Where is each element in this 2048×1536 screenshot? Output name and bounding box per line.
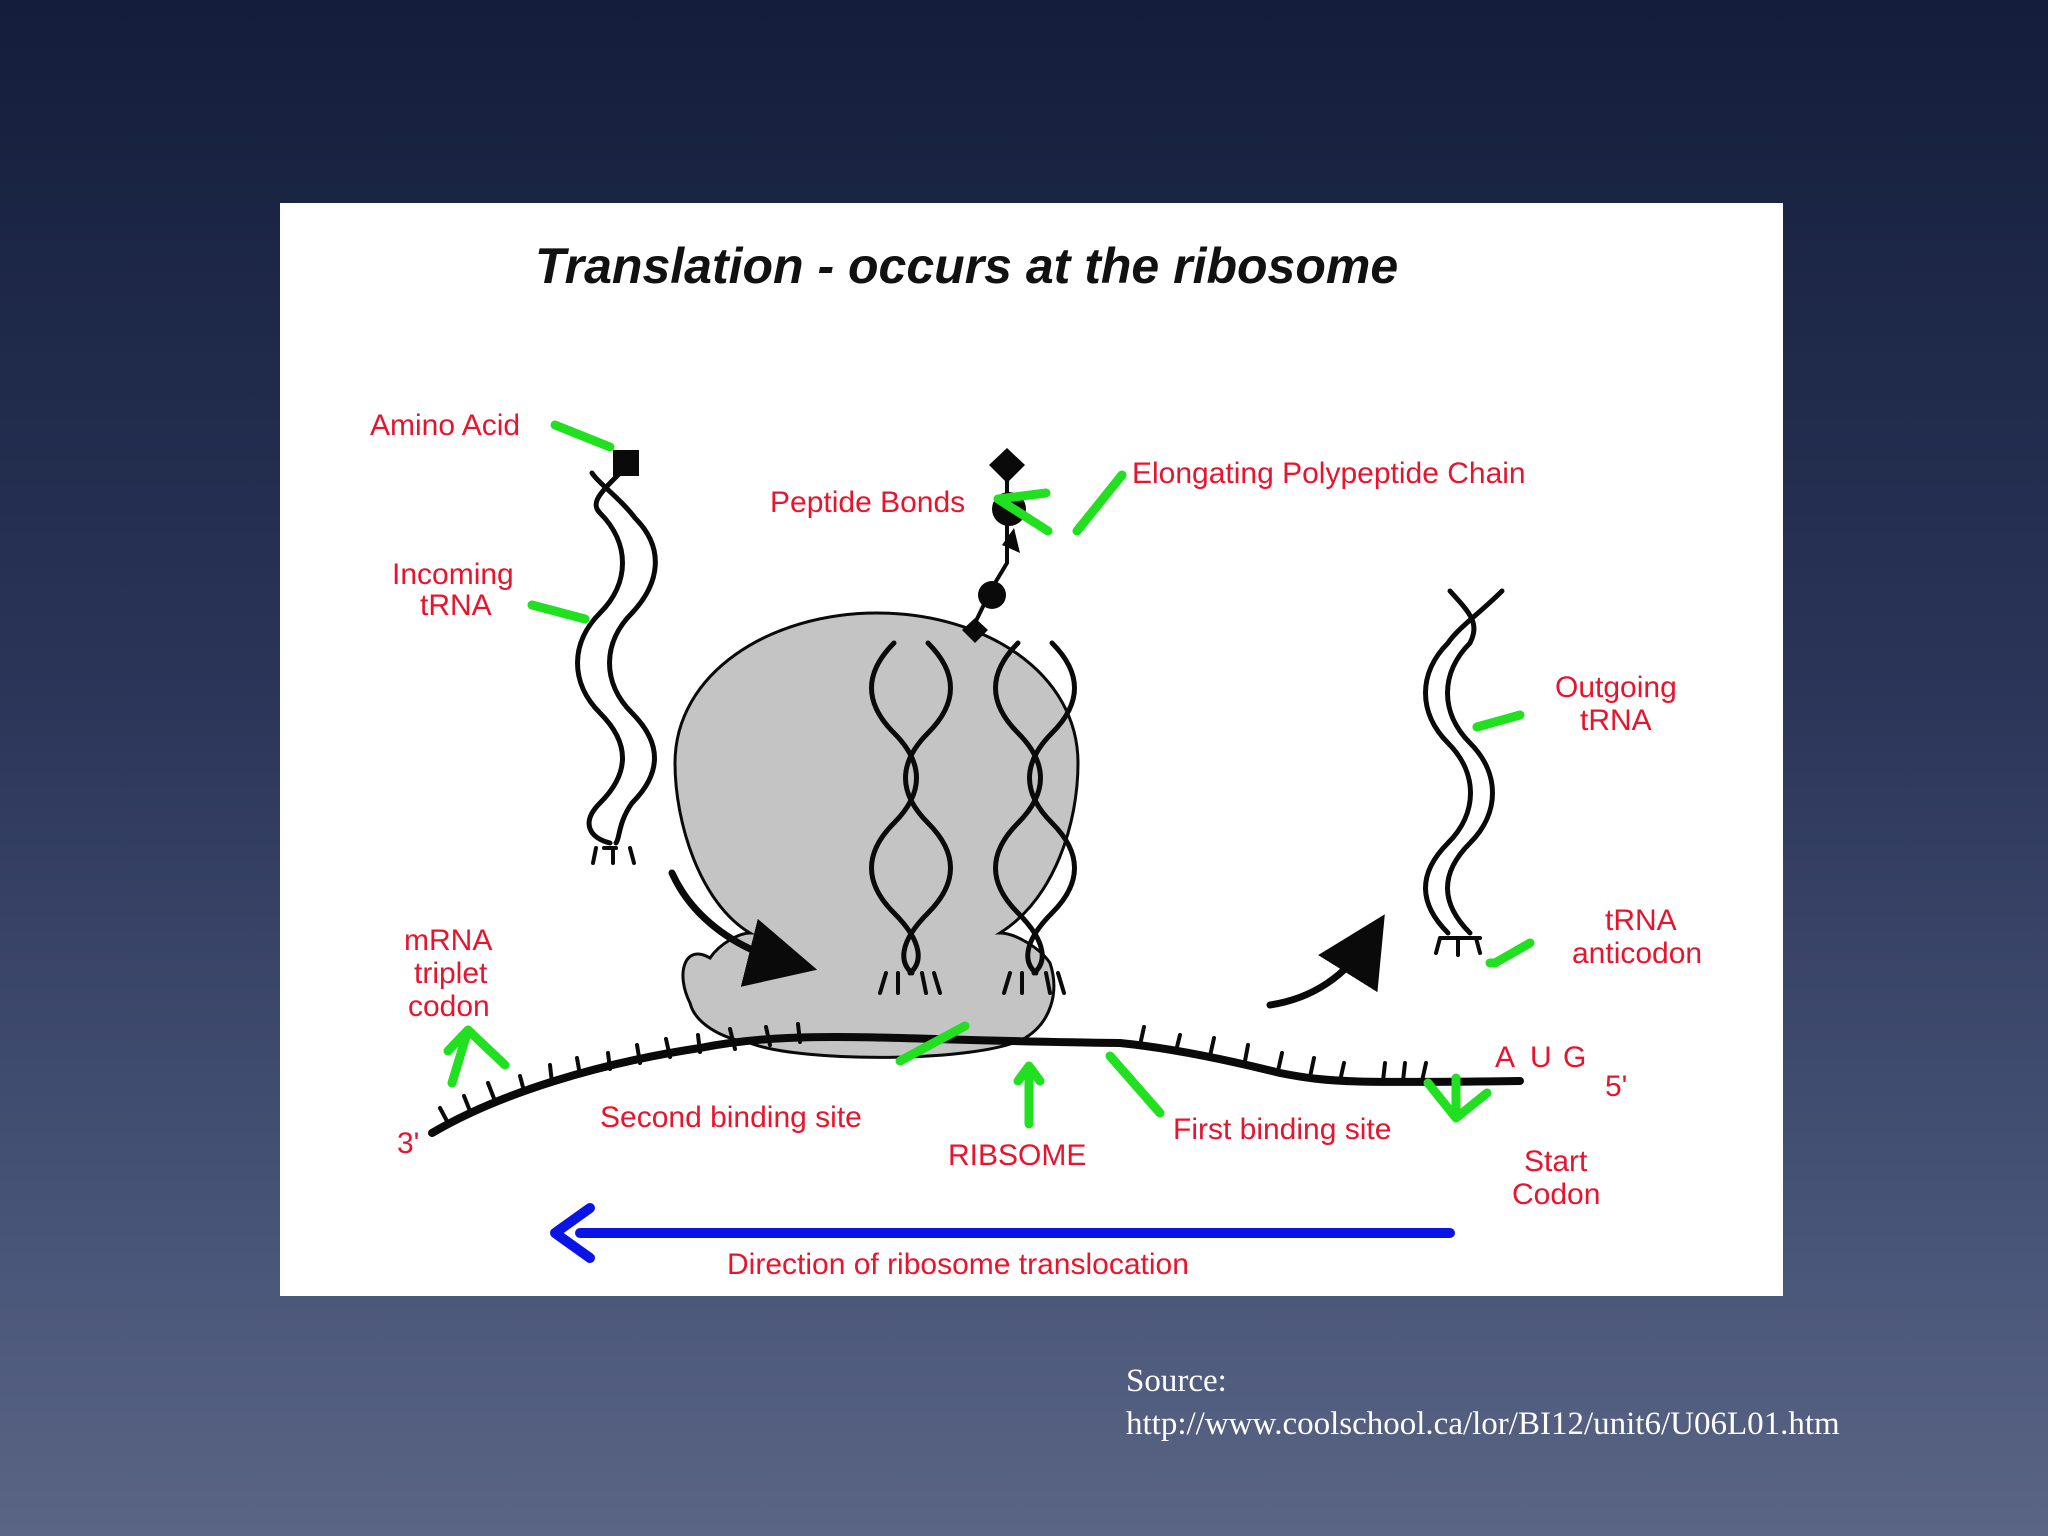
label-start-2: Codon [1512,1178,1600,1211]
label-peptide-bonds: Peptide Bonds [770,486,965,519]
outgoing-trna [1423,588,1505,957]
amino-acid-pointer [550,420,615,452]
codon-letter-g: G [1563,1041,1586,1074]
label-mrna-2: triplet [414,957,488,990]
amino-acid-square [613,450,639,476]
label-anticodon-1: tRNA [1605,904,1677,937]
codon-letter-u: U [1530,1041,1552,1074]
elongating-chain-pointer [1072,470,1127,536]
diagram-panel: Translation - occurs at the ribosome [280,203,1783,1296]
label-3-prime: 3' [397,1127,419,1160]
mrna-codon-pointer [443,1025,510,1088]
incoming-trna-pointer [527,600,590,624]
label-5-prime: 5' [1605,1070,1627,1103]
label-incoming-2: tRNA [420,589,492,622]
label-mrna-1: mRNA [404,924,492,957]
label-second-site: Second binding site [600,1101,862,1134]
label-amino-acid: Amino Acid [370,409,520,442]
outgoing-trna-pointer [1472,710,1525,732]
label-ribosome: RIBSOME [948,1139,1086,1172]
trna-in-ribosome-right [993,640,1077,995]
incoming-trna [575,450,658,865]
trna-in-ribosome-left [869,640,953,995]
outgoing-arrow [1266,914,1385,1009]
label-incoming-1: Incoming [392,558,514,591]
label-elongating-chain: Elongating Polypeptide Chain [1132,457,1526,490]
start-codon-pointer [1423,1073,1492,1123]
source-label: Source: [1126,1363,1227,1399]
second-site-pointer [895,1021,970,1066]
label-anticodon-2: anticodon [1572,937,1702,970]
label-outgoing-1: Outgoing [1555,671,1677,704]
mrna-strand [428,1022,1524,1137]
peptide-bonds-pointer [993,488,1053,536]
codon-letter-a: A [1495,1041,1515,1074]
incoming-arrow [668,869,818,987]
ribosome-pointer [1013,1061,1045,1129]
ribosome-shape [673,611,1080,1059]
label-outgoing-2: tRNA [1580,704,1652,737]
anticodon-pointer [1485,938,1535,968]
polypeptide-chain [962,448,1026,643]
source-citation: Source: http://www.coolschool.ca/lor/BI1… [1126,1360,2026,1446]
label-first-site: First binding site [1173,1113,1391,1146]
source-url[interactable]: http://www.coolschool.ca/lor/BI12/unit6/… [1126,1406,1840,1442]
translation-diagram: Translation - occurs at the ribosome [370,238,1702,1281]
diagram-title: Translation - occurs at the ribosome [535,238,1398,294]
first-site-pointer [1105,1051,1165,1118]
label-direction: Direction of ribosome translocation [727,1248,1189,1281]
label-start-1: Start [1524,1145,1588,1178]
label-mrna-3: codon [408,990,490,1023]
direction-arrow [550,1203,1455,1263]
